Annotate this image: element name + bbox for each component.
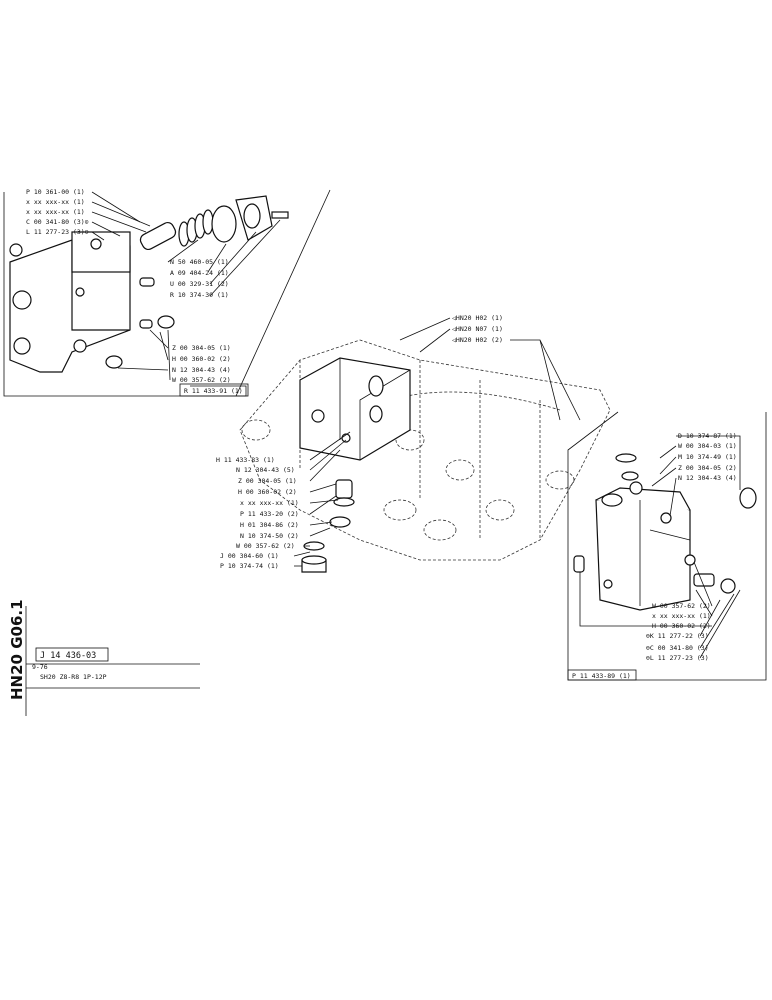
right-label-4: N 12 304-43 (4) xyxy=(678,474,737,482)
center-washer-2 xyxy=(329,516,351,528)
left-label-9: Z 00 304-05 (1) xyxy=(172,344,231,352)
center-label-5: P 11 433-20 (2) xyxy=(240,510,299,518)
left-ring xyxy=(211,205,237,243)
right-label-3: Z 00 304-05 (2) xyxy=(678,464,737,472)
right-cap xyxy=(615,453,637,463)
left-label-10: H 00 360-02 (2) xyxy=(172,355,231,363)
center-label-9: J 00 304-60 (1) xyxy=(220,552,279,560)
right-top-hole xyxy=(601,493,623,507)
left-plug xyxy=(139,277,155,287)
right-label-9: ⊖C 00 341-80 (3) xyxy=(646,644,709,652)
ref-box xyxy=(35,647,109,662)
left-oring-1 xyxy=(157,315,175,329)
right-label-5: W 00 357-62 (2) xyxy=(652,602,711,610)
left-oring-2 xyxy=(105,355,123,369)
left-nut xyxy=(9,243,23,257)
inlet-port-2 xyxy=(369,405,383,423)
right-oring xyxy=(629,481,643,495)
center-label-6: H 01 304-86 (2) xyxy=(240,521,299,529)
right-screw xyxy=(693,573,715,587)
valve-ref-0: ◁HN20 H02 (1) xyxy=(452,314,503,322)
center-label-1: N 12 304-43 (5) xyxy=(236,466,295,474)
sheet-date: 9-76 xyxy=(32,663,48,671)
left-label-4: L 11 277-23 (3)⊙ xyxy=(26,228,89,236)
left-cover-top xyxy=(71,231,131,273)
left-label-8: R 10 374-30 (1) xyxy=(170,291,229,299)
left-port-1 xyxy=(12,290,32,310)
right-pin xyxy=(573,555,585,573)
valve-ref-1: ◁HN20 N07 (1) xyxy=(452,325,503,333)
right-plug xyxy=(739,487,757,509)
right-cover xyxy=(595,495,691,611)
left-label-7: U 00 329-31 (2) xyxy=(170,280,229,288)
left-label-2: x xx xxx-xx (1) xyxy=(26,208,85,216)
right-hole-3 xyxy=(603,579,613,589)
left-assembly: R 11 433-91 (1) xyxy=(3,188,331,397)
center-washer-1 xyxy=(333,497,355,507)
left-label-5: N 50 460-05 (1) xyxy=(170,258,229,266)
right-label-1: W 00 304-03 (1) xyxy=(678,442,737,450)
left-label-1: x xx xxx-xx (1) xyxy=(26,198,85,206)
center-plug xyxy=(335,479,353,499)
left-assembly-label: R 11 433-91 (1) xyxy=(184,387,243,395)
right-label-2: M 10 374-49 (1) xyxy=(678,453,737,461)
center-label-8: W 00 357-62 (2) xyxy=(236,542,295,550)
right-hole-1 xyxy=(660,512,672,524)
right-label-7: H 00 360-02 (2) xyxy=(652,622,711,630)
right-label-10: ⊖L 11 277-23 (3) xyxy=(646,654,709,662)
center-label-0: H 11 433-83 (1) xyxy=(216,456,275,464)
inlet-port-3 xyxy=(311,409,325,423)
left-spring xyxy=(178,209,214,247)
left-screw xyxy=(271,211,289,219)
center-label-10: P 10 374-74 (1) xyxy=(220,562,279,570)
left-label-3: C 00 341-80 (3)⊙ xyxy=(26,218,89,226)
left-port-4 xyxy=(73,339,87,353)
right-label-6: x xx xxx-xx (1) xyxy=(652,612,711,620)
left-label-12: W 00 357-62 (2) xyxy=(172,376,231,384)
left-label-0: P 10 361-00 (1) xyxy=(26,188,85,196)
right-assembly: P 11 433-89 (1) D 10 374-87 (1) W 00 304… xyxy=(567,411,767,681)
control-valve-stack xyxy=(239,339,611,561)
valve-refs: ◁HN20 H02 (1) ◁HN20 N07 (1) ◁HN20 H02 (2… xyxy=(399,314,581,421)
title-block: HN20 G06.1 J 14 436-03 9-76 SH20 Z8-R8 1… xyxy=(8,599,200,716)
inlet-port-1 xyxy=(368,375,384,397)
center-label-3: H 00 360-02 (2) xyxy=(238,488,297,496)
right-assembly-box xyxy=(567,669,637,681)
left-port-2 xyxy=(13,337,31,355)
left-label-6: A 09 404-24 (1) xyxy=(170,269,229,277)
center-parts: H 11 433-83 (1) N 12 304-43 (5) Z 00 304… xyxy=(216,431,355,573)
center-label-7: N 10 374-50 (2) xyxy=(240,532,299,540)
center-label-4: x xx xxx-xx (1) xyxy=(240,499,299,507)
sheet-code: HN20 G06.1 xyxy=(8,599,26,700)
left-port-top xyxy=(90,238,102,250)
sheet-title: SH20 Z8-R8 1P-12P xyxy=(40,673,107,681)
right-hole-2 xyxy=(684,554,696,566)
right-nut xyxy=(720,578,736,594)
left-port-3 xyxy=(75,287,85,297)
center-label-2: Z 00 304-05 (1) xyxy=(238,477,297,485)
left-cap-hole xyxy=(243,203,261,229)
right-assembly-label: P 11 433-89 (1) xyxy=(572,672,631,680)
left-diagonal xyxy=(235,189,331,397)
left-assembly-box xyxy=(179,383,249,397)
inlet-section xyxy=(299,357,411,461)
sheet-ref: J 14 436-03 xyxy=(40,651,96,661)
right-label-0: D 10 374-87 (1) xyxy=(678,432,737,440)
right-washer xyxy=(621,471,639,481)
left-pin xyxy=(139,319,153,329)
right-label-8: ⊖K 11 277-22 (3) xyxy=(646,632,709,640)
valve-ref-2: ◁HN20 H02 (2) xyxy=(452,336,503,344)
left-piston xyxy=(139,222,177,250)
left-label-11: N 12 304-43 (4) xyxy=(172,366,231,374)
